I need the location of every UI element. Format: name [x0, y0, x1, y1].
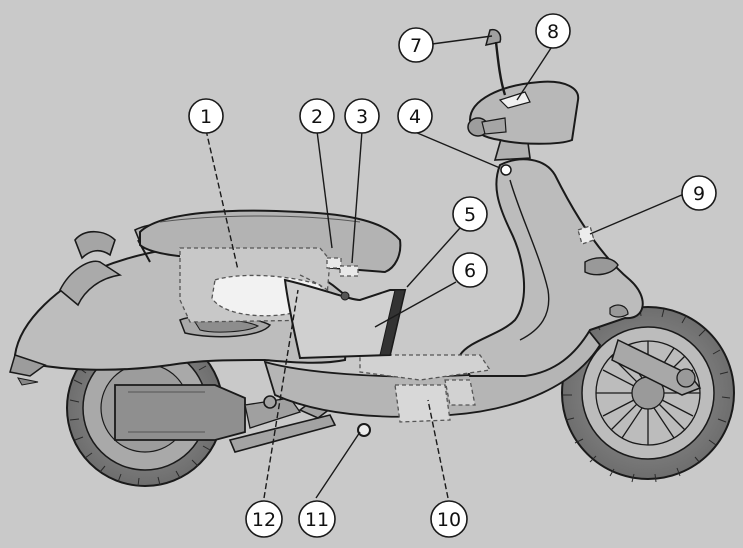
callout-label: 7 — [410, 35, 422, 57]
callout-label: 6 — [464, 260, 476, 282]
callout-10: 10 — [430, 500, 468, 538]
callout-7: 7 — [398, 27, 434, 63]
callout-3: 3 — [344, 98, 380, 134]
callout-11: 11 — [298, 500, 336, 538]
leader-lines — [205, 35, 685, 499]
mirror — [484, 28, 507, 96]
center-tunnel-panel — [283, 278, 407, 360]
callout-2: 2 — [299, 98, 335, 134]
callout-1: 1 — [188, 98, 224, 134]
callout-label: 3 — [356, 106, 368, 128]
callout-4: 4 — [397, 98, 433, 134]
callout-label: 2 — [311, 106, 323, 128]
callout-label: 5 — [464, 204, 476, 226]
callout-label: 9 — [693, 183, 705, 205]
handlebar — [467, 80, 580, 176]
front-body — [458, 158, 644, 377]
callout-5: 5 — [452, 196, 488, 232]
callout-9: 9 — [681, 175, 717, 211]
callout-label: 8 — [547, 21, 559, 43]
drain-cap-icon — [357, 423, 371, 437]
callout-label: 12 — [252, 509, 276, 531]
floor-pan — [263, 328, 602, 418]
callout-label: 1 — [200, 106, 212, 128]
muffler — [114, 384, 302, 441]
callout-label: 4 — [409, 106, 421, 128]
callout-label: 11 — [305, 509, 329, 531]
callout-12: 12 — [245, 500, 283, 538]
callout-6: 6 — [452, 252, 488, 288]
callout-8: 8 — [535, 13, 571, 49]
callout-label: 10 — [437, 509, 461, 531]
front-wheel — [561, 306, 735, 483]
